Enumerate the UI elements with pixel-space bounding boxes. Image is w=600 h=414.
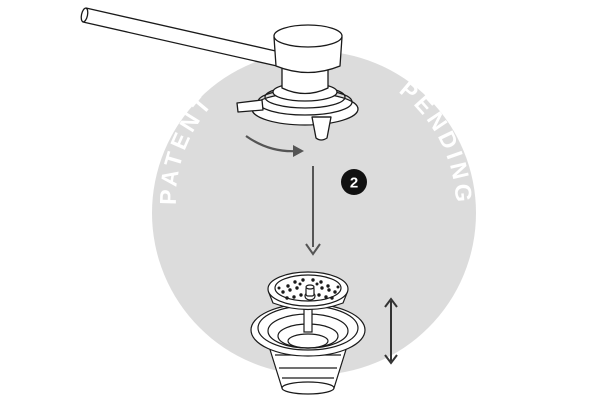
- installation-tool: [80, 7, 359, 141]
- rotation-arrow: [245, 135, 304, 157]
- basket-holes: [277, 278, 340, 300]
- step-badge-number: 2: [350, 175, 358, 192]
- tool-tab-right: [311, 116, 332, 141]
- height-adjust-arrow: [384, 297, 398, 365]
- step-badge: 2: [341, 169, 367, 195]
- sink-strainer: [250, 271, 366, 395]
- tool-handle: [82, 7, 281, 67]
- insertion-arrow: [305, 166, 321, 256]
- tool-tab-left: [236, 99, 264, 113]
